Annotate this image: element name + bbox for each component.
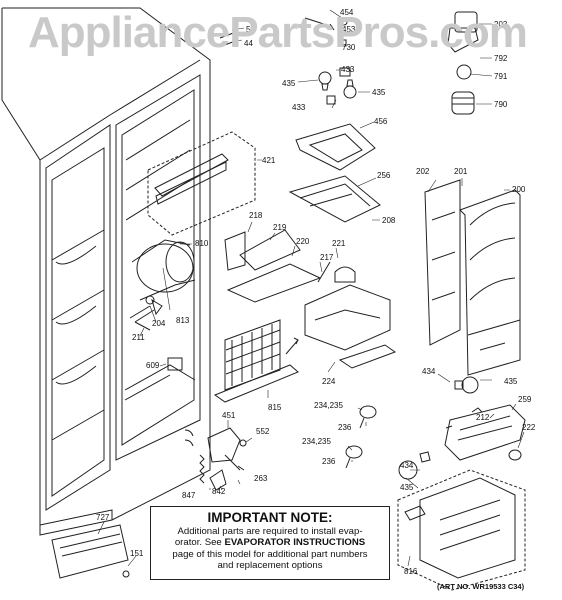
label-790: 790: [494, 100, 508, 109]
label-211: 211: [132, 333, 145, 342]
label-203: 203: [494, 20, 508, 29]
heater-parts: [199, 427, 247, 491]
label-217: 217: [320, 253, 334, 262]
label-842: 842: [212, 487, 226, 496]
fridge-case: [1, 7, 211, 536]
label-792: 792: [494, 54, 508, 63]
light-bulbs-top: [219, 17, 357, 105]
note-line-2: orator. See EVAPORATOR INSTRUCTIONS: [151, 537, 389, 548]
label-212: 212: [476, 413, 490, 422]
label-218: 218: [249, 211, 263, 220]
note-line-3: page of this model for additional part n…: [172, 548, 368, 560]
label-263: 263: [254, 474, 268, 483]
housing-816: [397, 469, 526, 591]
note-line-4: and replacement options: [217, 560, 323, 572]
evaporator-815: [213, 319, 299, 403]
label-44: 44: [244, 39, 253, 48]
label-234-235b: 234,235: [302, 437, 331, 446]
label-453: 453: [342, 25, 356, 34]
label-221: 221: [332, 239, 346, 248]
label-201: 201: [454, 167, 468, 176]
label-151: 151: [130, 549, 144, 558]
label-816: 816: [404, 567, 418, 576]
label-433b: 433: [292, 103, 306, 112]
label-234-235a: 234,235: [314, 401, 343, 410]
label-454: 454: [340, 8, 354, 17]
art-number: (ART NO. WR19533 C34): [437, 582, 525, 591]
label-259: 259: [518, 395, 532, 404]
note-title: IMPORTANT NOTE:: [207, 510, 333, 525]
label-730: 730: [342, 43, 356, 52]
label-435c: 435: [504, 377, 518, 386]
label-220: 220: [296, 237, 310, 246]
light-housing-259: [444, 404, 526, 461]
damper-assembly: [447, 11, 479, 115]
label-815: 815: [268, 403, 282, 412]
label-791: 791: [494, 72, 508, 81]
note-line-1: Additional parts are required to install…: [177, 526, 363, 537]
label-222: 222: [522, 423, 536, 432]
label-813: 813: [176, 316, 190, 325]
switch-609: [167, 357, 183, 371]
label-236a: 236: [338, 423, 352, 432]
bin-221: [304, 261, 397, 369]
light-cover-456: [295, 123, 376, 171]
leader-lines: [97, 9, 525, 567]
watermark: AppliancePartsPros.com: [28, 8, 528, 57]
label-810: 810: [195, 239, 209, 248]
label-435a: 435: [282, 79, 296, 88]
label-434b: 434: [400, 461, 414, 470]
crisper-cover-256: [288, 175, 381, 223]
label-552: 552: [256, 427, 270, 436]
label-727: 727: [96, 513, 110, 522]
note-line-2-text: orator. See: [174, 537, 225, 549]
label-435b: 435: [372, 88, 386, 97]
label-219: 219: [273, 223, 287, 232]
evaporator-instructions-text: EVAPORATOR INSTRUCTIONS: [224, 537, 366, 549]
fan-810: [129, 239, 196, 323]
sensors-236: [345, 405, 377, 469]
label-435d: 435: [400, 483, 414, 492]
label-236b: 236: [322, 457, 336, 466]
label-200: 200: [512, 185, 526, 194]
label-224: 224: [322, 377, 336, 386]
label-256: 256: [377, 171, 391, 180]
liners-200-202: [424, 179, 521, 376]
part-labels: 454 453 730 52 44 203 792 791 790 435 43…: [96, 8, 536, 576]
label-609: 609: [146, 361, 160, 370]
label-847: 847: [182, 491, 196, 500]
important-note: IMPORTANT NOTE: Additional parts are req…: [150, 506, 390, 580]
label-456: 456: [374, 117, 388, 126]
light-housing-421: [147, 131, 256, 236]
label-433a: 433: [341, 65, 355, 74]
screw-204-211: [134, 298, 163, 331]
label-204: 204: [152, 319, 166, 328]
label-434a: 434: [422, 367, 436, 376]
label-208: 208: [382, 216, 396, 225]
label-451: 451: [222, 411, 236, 420]
label-52: 52: [246, 25, 255, 34]
label-202: 202: [416, 167, 430, 176]
label-421: 421: [262, 156, 276, 165]
grille-727: [51, 524, 130, 579]
